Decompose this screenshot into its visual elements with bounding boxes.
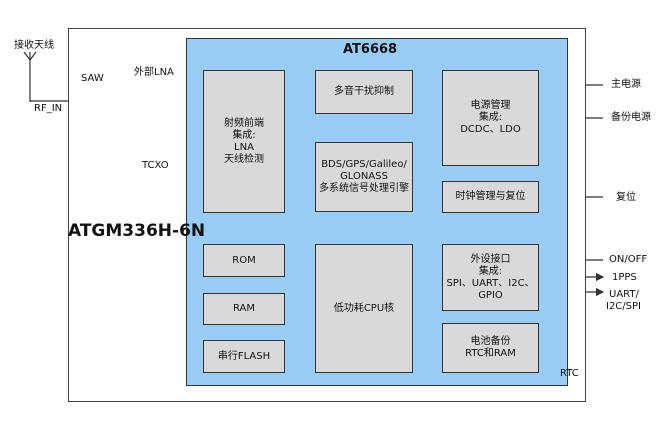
block-text-line: 电池备份 <box>470 336 511 347</box>
cpu-block: 低功耗CPU核 <box>315 244 413 373</box>
block-text-line: GPIO <box>478 289 503 301</box>
block-text-line: 集成: <box>232 129 256 141</box>
power-management-block: 电源管理集成:DCDC、LDO <box>442 70 539 166</box>
block-text-line: 集成: <box>478 265 503 277</box>
rf-in-label: RF_IN <box>34 103 63 114</box>
block-text-line: ROM <box>232 254 256 266</box>
block-text-line: 电源管理 <box>470 100 511 111</box>
flash-block: 串行FLASH <box>203 340 285 373</box>
block-text-line: 时钟管理与复位 <box>455 191 526 202</box>
external-lna-label: 外部LNA <box>134 67 174 78</box>
block-text-line: RTC和RAM <box>465 348 516 359</box>
antenna-label: 接收天线 <box>14 40 54 51</box>
block-text-line: 射频前端 <box>224 117 264 129</box>
block-text-line: SPI、UART、I2C、 <box>446 277 535 289</box>
block-text-line: BDS/GPS/Galileo/ <box>321 159 407 170</box>
uart-label-line1: UART/ <box>609 289 639 300</box>
saw-label: SAW <box>81 73 104 84</box>
peripheral-block: 外设接口集成:SPI、UART、I2C、GPIO <box>442 244 539 311</box>
antenna-icon <box>23 51 37 102</box>
block-text-line: DCDC、LDO <box>460 124 521 135</box>
interference-block: 多音干扰抑制 <box>315 70 413 114</box>
block-text-line: 多系统信号处理引擎 <box>319 183 409 194</box>
clock-reset-block: 时钟管理与复位 <box>442 181 539 213</box>
reset-label: 复位 <box>616 192 636 203</box>
backup-power-label: 备份电源 <box>611 112 651 123</box>
block-text-line: 天线检测 <box>224 153 264 165</box>
uart-label-line2: I2C/SPI <box>606 301 641 312</box>
on-off-label: ON/OFF <box>609 254 648 265</box>
block-text-line: 外设接口 <box>470 253 511 265</box>
block-text-line: RAM <box>232 303 255 314</box>
block-text-line: GLONASS <box>340 171 388 182</box>
module-title: ATGM336H-6N <box>68 221 206 241</box>
pps-label: 1PPS <box>612 272 637 283</box>
chip-title: AT6668 <box>343 42 398 57</box>
block-text-line: LNA <box>234 141 254 153</box>
rtc-label: RTC <box>560 368 579 379</box>
block-text-line: 多音干扰抑制 <box>334 86 394 97</box>
block-text-line: 集成: <box>478 112 503 123</box>
block-text-line: 低功耗CPU核 <box>333 302 395 314</box>
ram-block: RAM <box>203 293 285 325</box>
main-power-label: 主电源 <box>611 79 641 90</box>
block-text-line: 串行FLASH <box>217 350 271 362</box>
tcxo-label: TCXO <box>142 160 169 171</box>
rom-block: ROM <box>203 244 285 277</box>
